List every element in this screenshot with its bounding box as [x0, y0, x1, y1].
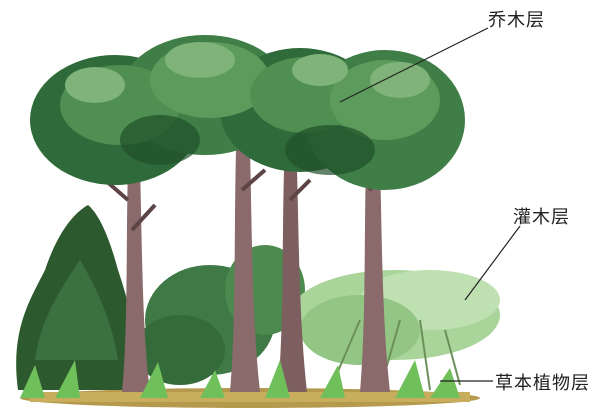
tree-layer-label: 乔木层 [488, 6, 545, 32]
herb-layer-label: 草本植物层 [495, 369, 590, 395]
right-light-shrub [290, 270, 500, 390]
left-dark-shrub [16, 205, 136, 390]
shrub-layer-label: 灌木层 [513, 203, 570, 229]
